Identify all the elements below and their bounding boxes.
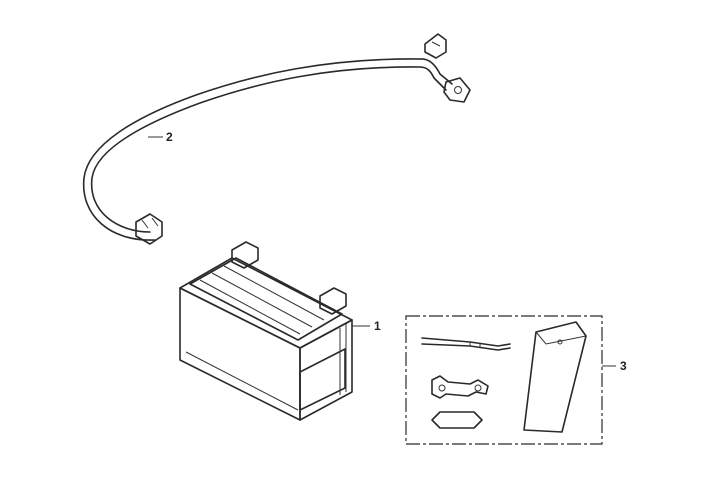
battery: [179, 241, 370, 421]
small-bag-tool: [431, 411, 483, 429]
screwdriver-tool: [421, 337, 511, 351]
battery-cable: [82, 33, 471, 245]
tool-pouch: [523, 321, 587, 433]
tool-kit: [405, 315, 616, 445]
callout-cable: 2: [166, 130, 173, 144]
callout-battery: 1: [374, 319, 381, 333]
wrench-tool: [431, 375, 489, 399]
callout-tool-kit: 3: [620, 359, 627, 373]
